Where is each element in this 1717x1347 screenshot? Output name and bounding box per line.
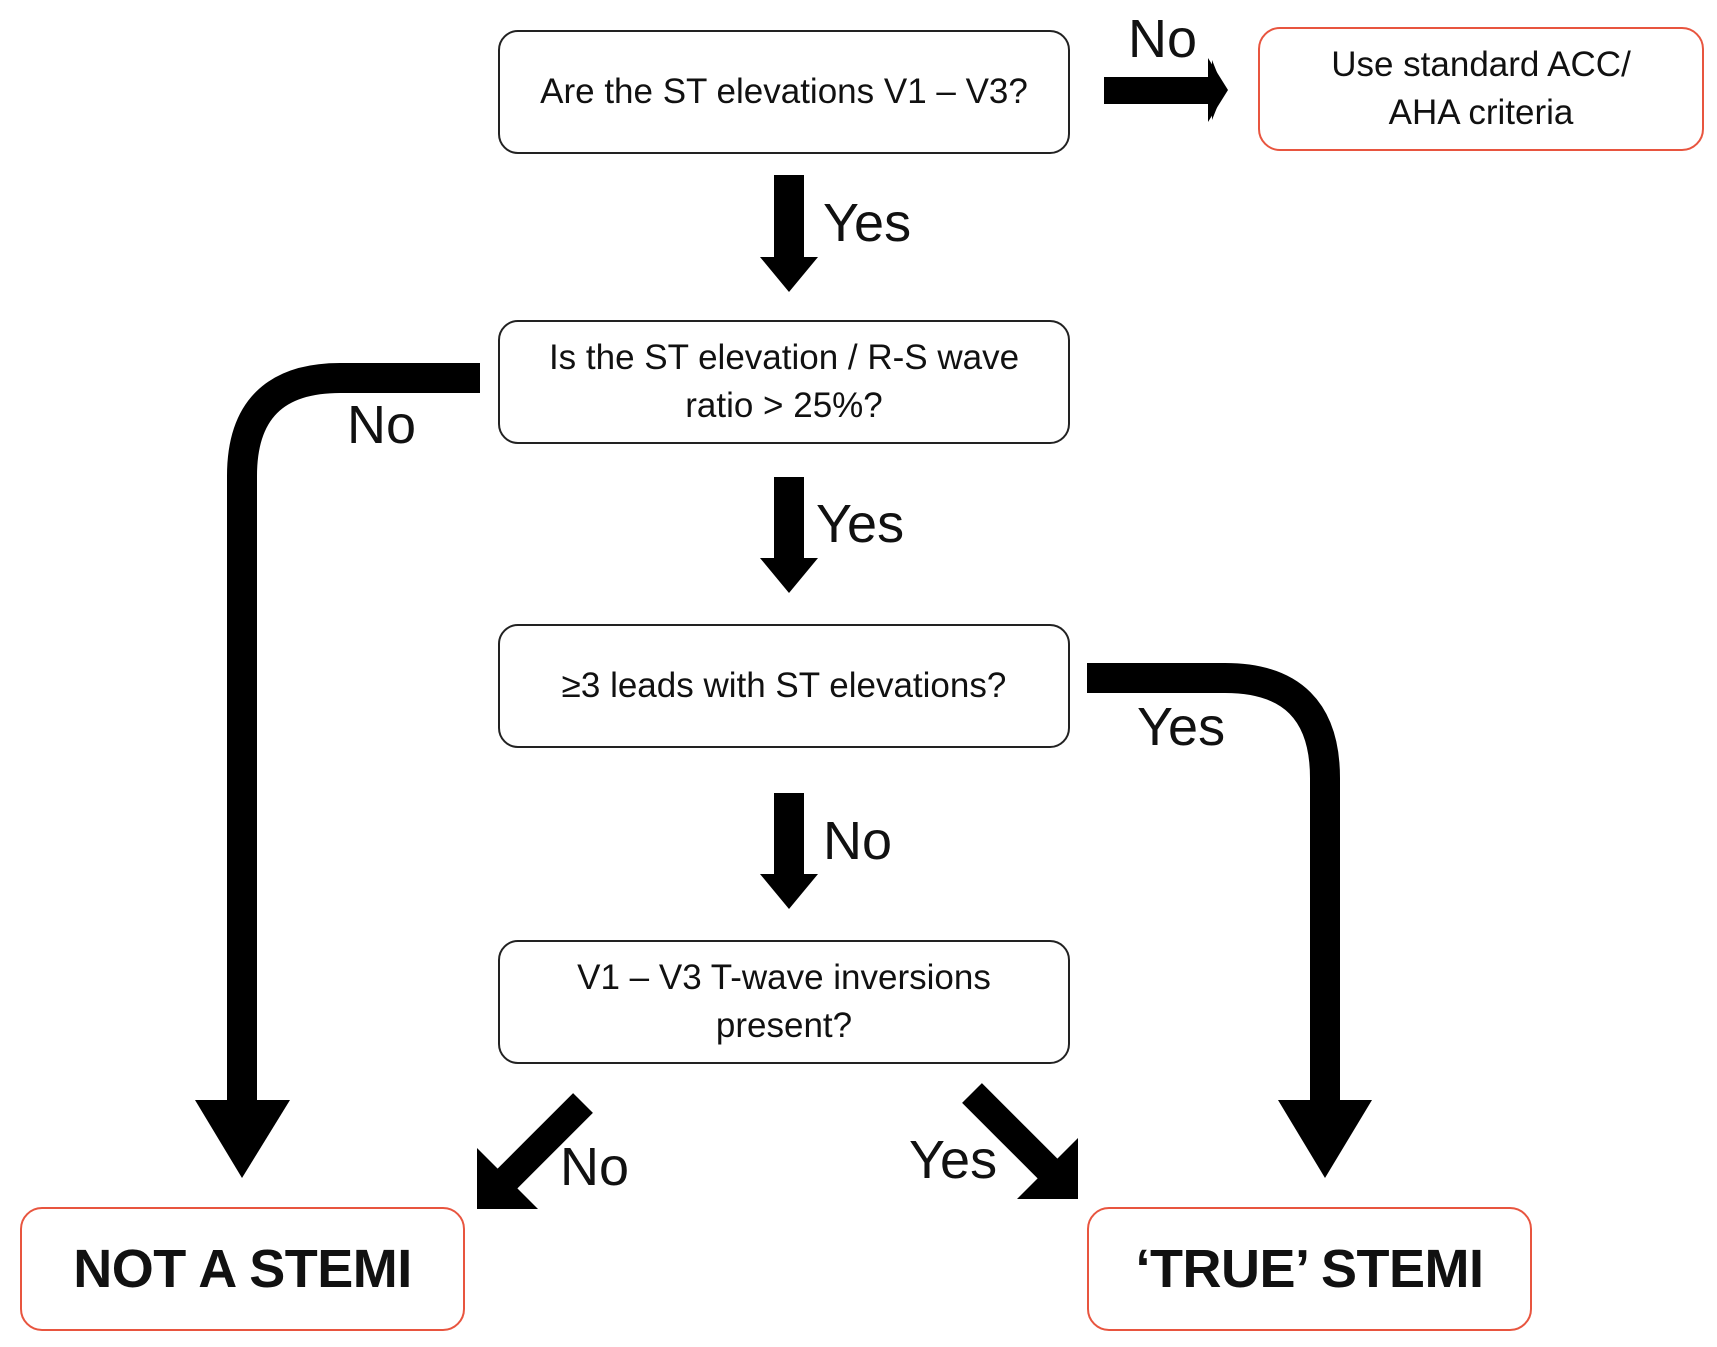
arrow-q4-no	[477, 1093, 593, 1209]
outcome-true-stemi: ‘TRUE’ STEMI	[1087, 1207, 1532, 1331]
arrow-q3-no	[760, 793, 818, 909]
arrow-q4-yes	[962, 1083, 1078, 1199]
arrow-q1-yes	[760, 175, 818, 292]
arrow-q1-no	[1104, 58, 1228, 122]
outcome-text: ‘TRUE’ STEMI	[1135, 1239, 1484, 1299]
label-q3-yes: Yes	[1137, 697, 1226, 757]
question-text: ≥3 leads with ST elevations?	[561, 666, 1007, 705]
question-text: Are the ST elevations V1 – V3?	[540, 72, 1028, 111]
outcome-standard-criteria: Use standard ACC/ AHA criteria	[1258, 27, 1704, 151]
label-q1-yes: Yes	[823, 193, 912, 253]
label-q4-no: No	[560, 1137, 630, 1197]
outcome-not-a-stemi: NOT A STEMI	[20, 1207, 465, 1331]
label-q3-no: No	[823, 811, 893, 871]
question-t-wave-inversions: V1 – V3 T-wave inversions present?	[498, 940, 1070, 1064]
question-text-line2: present?	[715, 1006, 853, 1045]
label-q1-no: No	[1128, 9, 1198, 69]
arrow-q2-yes	[760, 477, 818, 593]
label-q4-yes: Yes	[909, 1130, 998, 1190]
label-q2-no: No	[347, 395, 417, 455]
arrow-q3-yes	[1087, 663, 1372, 1178]
label-q2-yes: Yes	[816, 494, 905, 554]
question-three-leads: ≥3 leads with ST elevations?	[498, 624, 1070, 748]
question-st-rs-ratio: Is the ST elevation / R-S wave ratio > 2…	[498, 320, 1070, 444]
arrow-q2-no	[195, 363, 480, 1178]
question-text-line1: Is the ST elevation / R-S wave	[548, 338, 1020, 377]
outcome-text-line1: Use standard ACC/	[1331, 45, 1631, 84]
question-st-elevations-v1-v3: Are the ST elevations V1 – V3?	[498, 30, 1070, 154]
question-text-line2: ratio > 25%?	[685, 386, 883, 425]
outcome-text: NOT A STEMI	[73, 1239, 412, 1299]
outcome-text-line2: AHA criteria	[1388, 93, 1574, 132]
question-text-line1: V1 – V3 T-wave inversions	[577, 958, 991, 997]
